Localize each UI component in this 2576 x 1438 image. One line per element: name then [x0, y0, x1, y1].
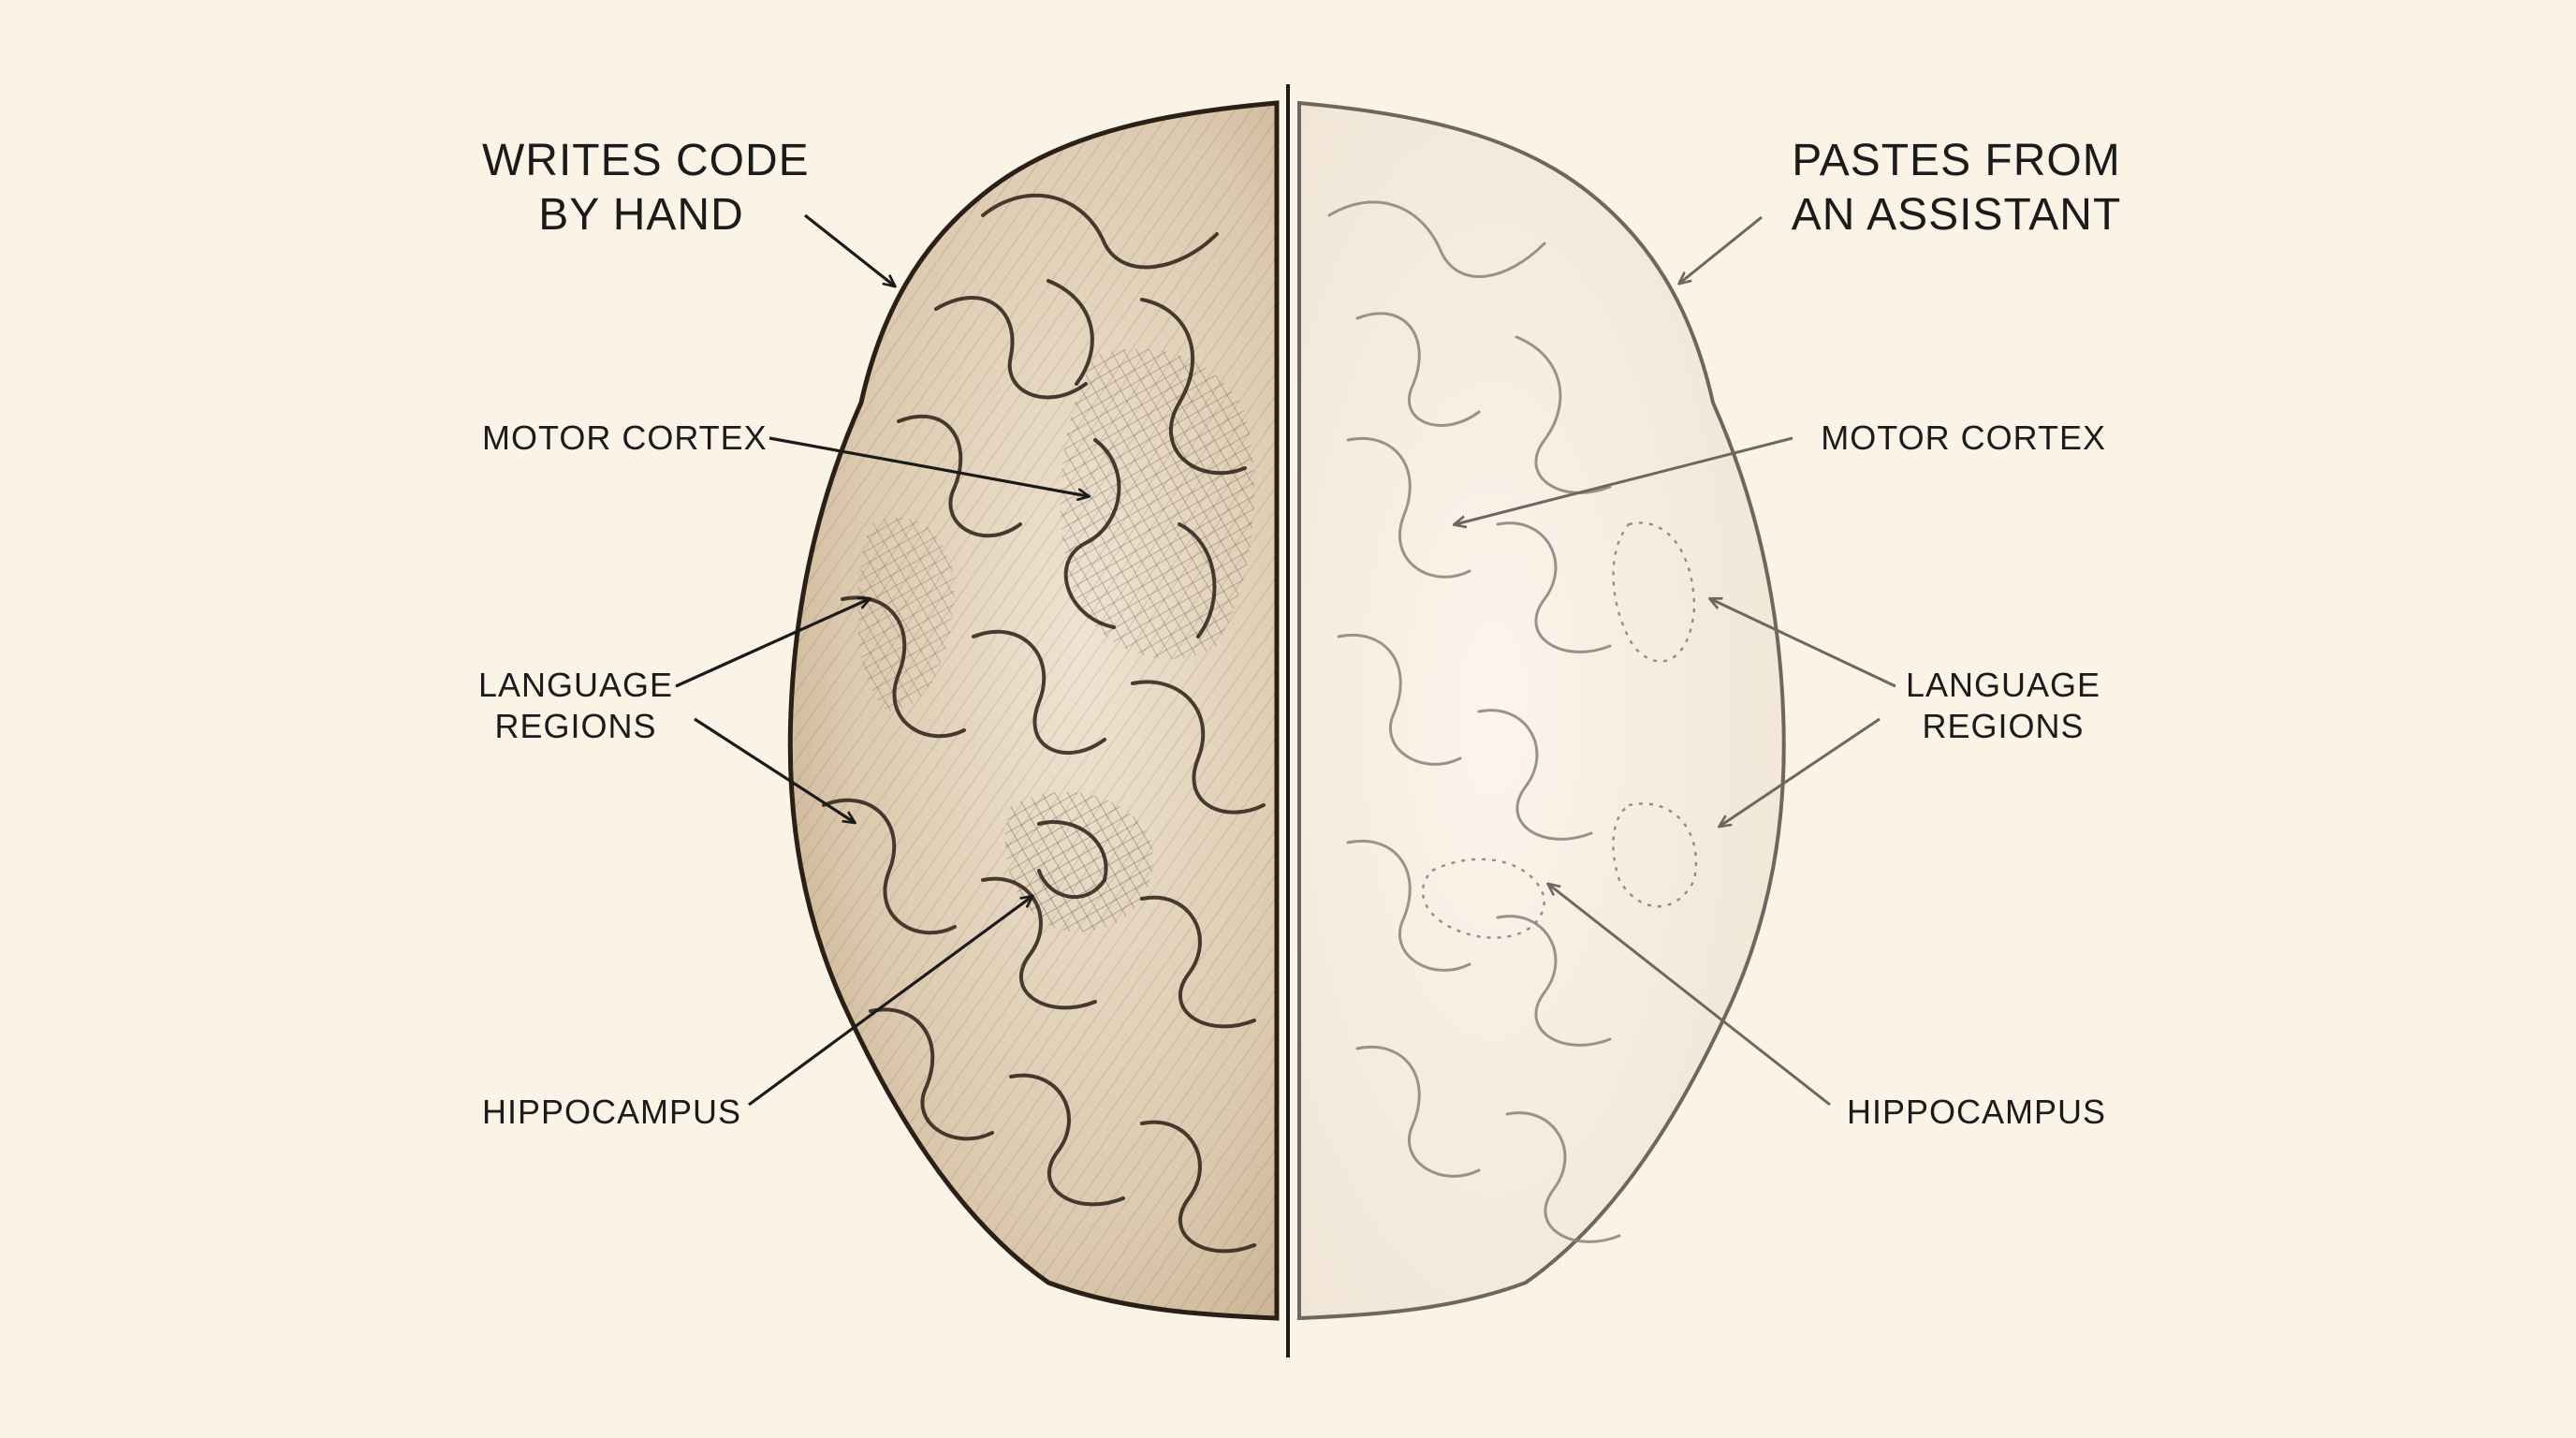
left-language-line-1: LANGUAGE: [473, 665, 679, 706]
right-heading-line-2: AN ASSISTANT: [1774, 188, 2139, 242]
left-heading-arrow: [805, 215, 894, 286]
right-language-line-1: LANGUAGE: [1900, 665, 2106, 706]
right-language-line-2: REGIONS: [1900, 706, 2106, 747]
right-heading-arrow: [1680, 217, 1762, 283]
left-hippocampus-label: HIPPOCAMPUS: [482, 1092, 741, 1133]
right-language-regions-label: LANGUAGE REGIONS: [1900, 665, 2106, 747]
right-hippocampus-label: HIPPOCAMPUS: [1807, 1092, 2106, 1133]
left-motor-cortex-label: MOTOR CORTEX: [482, 418, 768, 459]
left-heading-line-1: WRITES CODE: [482, 134, 800, 188]
left-language-line-2: REGIONS: [473, 706, 679, 747]
left-heading: WRITES CODE BY HAND: [482, 134, 800, 242]
left-motor-cortex-shading: [1061, 349, 1254, 659]
right-heading: PASTES FROM AN ASSISTANT: [1774, 134, 2139, 242]
right-hemisphere: [1299, 103, 1784, 1318]
right-heading-line-1: PASTES FROM: [1774, 134, 2139, 188]
right-motor-cortex-label: MOTOR CORTEX: [1807, 418, 2106, 459]
left-language-regions-label: LANGUAGE REGIONS: [473, 665, 679, 747]
left-heading-line-2: BY HAND: [482, 188, 800, 242]
right-hemisphere-outline: [1299, 103, 1784, 1318]
left-hemisphere: [790, 103, 1277, 1318]
